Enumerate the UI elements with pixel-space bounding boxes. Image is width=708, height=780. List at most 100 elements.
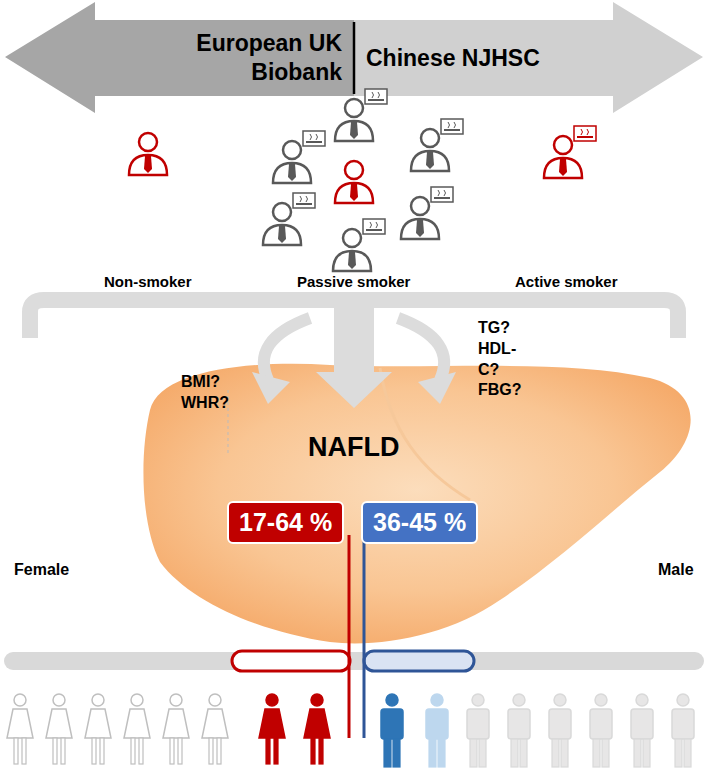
icon-part	[306, 196, 308, 202]
icon-part	[426, 152, 434, 169]
smoker-icon	[544, 126, 596, 178]
factor-label: BMI? WHR?	[181, 372, 229, 414]
female-figure	[163, 694, 189, 764]
female-figure	[7, 694, 33, 764]
icon-part	[333, 251, 371, 271]
icon-part	[170, 694, 182, 706]
icon-part	[587, 129, 589, 135]
group-label: Non-smoker	[104, 272, 192, 292]
icon-part	[448, 122, 450, 128]
male-figure	[381, 694, 403, 767]
icon-part	[511, 739, 518, 767]
icon-part	[92, 738, 96, 764]
group-label: Passive smoker	[297, 272, 410, 292]
icon-part	[131, 738, 135, 764]
male-line	[363, 535, 366, 738]
icon-part	[350, 184, 358, 201]
icon-part	[345, 99, 363, 117]
icon-part	[14, 694, 26, 706]
arrow-band-right: Chinese NJHSC	[362, 20, 610, 96]
arrow-left	[5, 2, 354, 113]
icon-part	[14, 738, 18, 764]
disease-label: NAFLD	[308, 430, 399, 465]
arrow-right	[354, 2, 703, 113]
icon-part	[577, 136, 593, 138]
liver	[143, 364, 690, 644]
icon-part	[384, 739, 391, 767]
male-figure	[631, 694, 653, 767]
icon-part	[595, 694, 607, 706]
icon-part	[163, 709, 189, 738]
sex-label: Male	[658, 560, 694, 581]
icon-part	[554, 694, 566, 706]
bar	[4, 652, 704, 670]
icon-part	[581, 129, 583, 135]
icon-part	[144, 156, 152, 173]
icon-part	[92, 694, 104, 706]
icon-part	[631, 709, 653, 739]
male-figure	[549, 694, 571, 767]
node-text: 36-45 %	[373, 507, 466, 538]
icon-part	[544, 158, 582, 178]
icon-part	[316, 134, 318, 140]
icon-part	[378, 92, 380, 98]
icon-part	[53, 694, 65, 706]
icon-part	[411, 197, 429, 215]
icon-part	[300, 196, 302, 202]
icon-part	[376, 222, 378, 228]
icon-part	[85, 709, 111, 738]
male-range	[364, 651, 474, 671]
icon-part	[431, 187, 453, 202]
icon-part	[372, 92, 374, 98]
icon-part	[263, 225, 301, 245]
icon-part	[672, 709, 694, 739]
icon-part	[366, 229, 382, 231]
icon-part	[590, 709, 612, 739]
icon-part	[209, 738, 213, 764]
icon-part	[438, 739, 445, 767]
icon-part	[431, 694, 443, 706]
female-figure	[304, 694, 330, 764]
smoker-icon	[263, 193, 315, 245]
icon-part	[552, 739, 559, 767]
icon-part	[386, 694, 398, 706]
icon-part	[370, 222, 372, 228]
icon-part	[677, 694, 689, 706]
icon-part	[429, 739, 436, 767]
node-text: Chinese NJHSC	[366, 44, 606, 73]
percent-callout: 36-45 %	[361, 501, 478, 544]
icon-part	[381, 709, 403, 739]
smoker-icon	[401, 187, 453, 239]
icon-part	[274, 738, 278, 764]
icon-part	[259, 709, 285, 738]
female-figure	[124, 694, 150, 764]
person-icon	[335, 161, 373, 203]
icon-part	[416, 220, 424, 237]
icon-part	[411, 151, 449, 171]
icon-part	[131, 694, 143, 706]
arrow-head	[252, 372, 290, 404]
icon-part	[472, 694, 484, 706]
icon-part	[304, 709, 330, 738]
percent-callout: 17-64 %	[227, 501, 344, 544]
icon-part	[139, 738, 143, 764]
node-text: European UK Biobank	[102, 29, 342, 87]
female-figure	[202, 694, 228, 764]
icon-part	[348, 252, 356, 269]
icon-part	[7, 709, 33, 738]
icon-part	[470, 739, 477, 767]
icon-part	[368, 99, 384, 101]
icon-part	[508, 709, 530, 739]
icon-part	[100, 738, 104, 764]
icon-part	[684, 739, 691, 767]
person-icon	[129, 133, 167, 175]
icon-part	[345, 161, 363, 179]
icon-part	[479, 739, 486, 767]
icon-part	[675, 739, 682, 767]
icon-part	[643, 739, 650, 767]
curved-arrow	[398, 318, 444, 380]
icon-part	[335, 121, 373, 141]
icon-part	[209, 694, 221, 706]
icon-part	[310, 134, 312, 140]
